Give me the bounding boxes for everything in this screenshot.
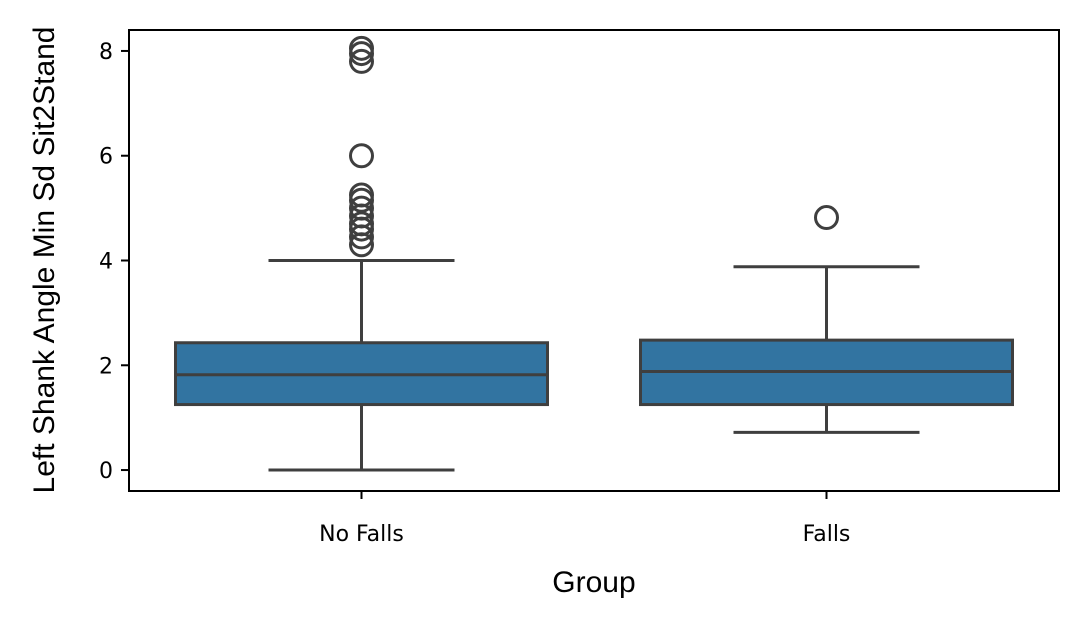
x-tick-label: Falls [803,522,851,547]
box-group [174,35,549,472]
y-tick-label: 8 [99,40,113,65]
outlier-point [349,143,374,169]
x-tick-label: No Falls [319,522,404,547]
outlier-point [349,195,374,221]
y-tick-label: 0 [99,459,113,484]
y-tick-label: 2 [99,354,113,379]
y-tick-label: 6 [99,145,113,170]
outlier-point [814,205,839,231]
x-axis-label: Group [552,566,635,599]
box-group [639,205,1014,434]
y-tick-label: 4 [99,250,113,275]
y-axis-label: Left Shank Angle Min Sd Sit2Stand [28,27,61,494]
outlier-point [349,182,374,208]
boxes-layer [174,35,1014,472]
outlier-point [349,35,374,61]
y-axis: 0 2 4 6 8 [99,40,129,484]
x-axis: No Falls Falls [319,491,850,547]
outlier-point [349,48,374,74]
outlier-point [349,211,374,237]
